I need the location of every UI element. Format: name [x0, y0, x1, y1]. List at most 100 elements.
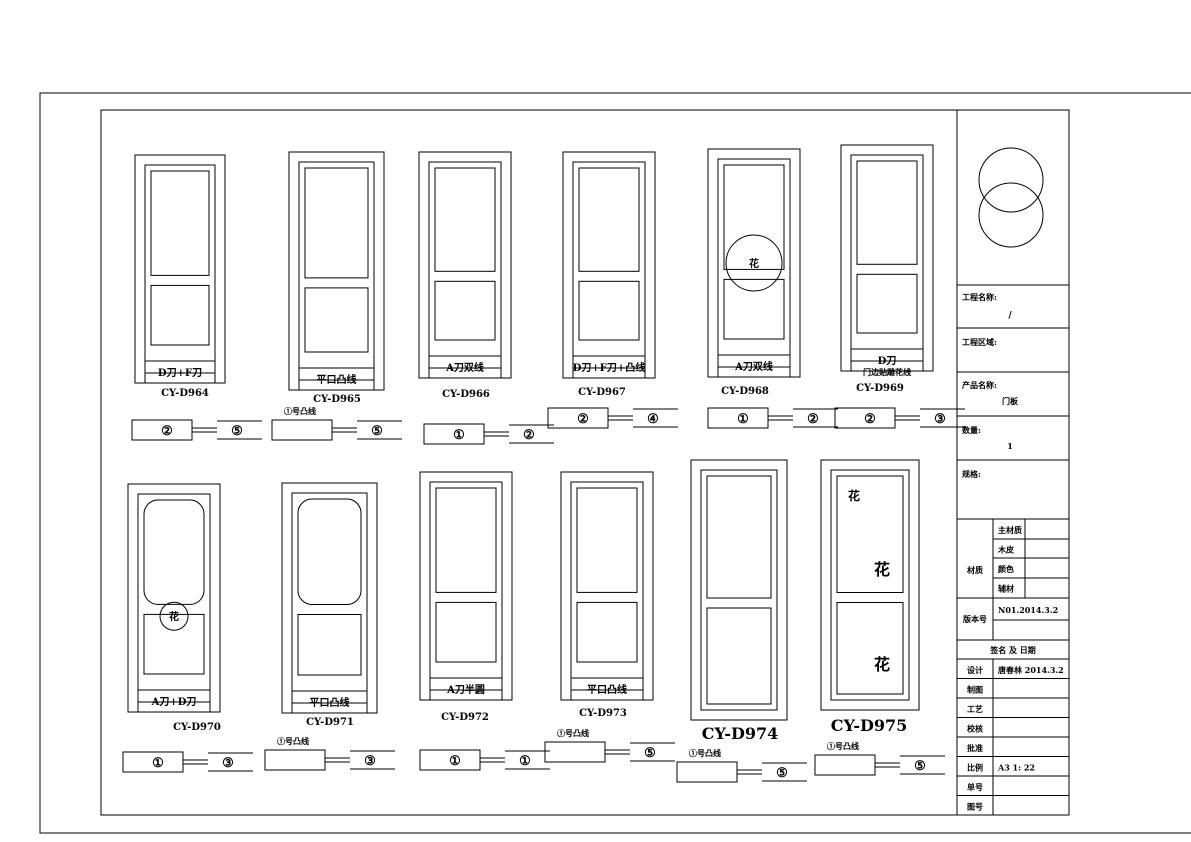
- label-box: [428, 355, 502, 379]
- door-panel-upper: [297, 498, 362, 605]
- label-box: [850, 348, 924, 372]
- profile-block: [707, 407, 769, 429]
- door-profile-label: A刀双线: [445, 361, 484, 374]
- door-profile-label: D刀+F刀+凸线: [573, 361, 646, 374]
- version-value: N01.2014.3.2: [998, 605, 1058, 615]
- profile-block: [423, 423, 485, 445]
- profile-number-b: ②: [807, 412, 819, 427]
- title-row-label: 校核: [967, 724, 983, 734]
- door-panel-lower: [435, 601, 497, 663]
- label-box: [717, 354, 791, 378]
- door-frame: [562, 151, 656, 379]
- door-frame: [127, 483, 221, 713]
- quantity-value: 1: [1007, 441, 1013, 451]
- profile-number-b: ③: [934, 412, 946, 427]
- door-stile-inner: [717, 158, 791, 368]
- door-profile-label: 平口凸线: [310, 696, 350, 709]
- logo-circle-bottom: [978, 182, 1044, 248]
- profile-number-b: ④: [647, 412, 659, 427]
- quantity-label: 数量:: [962, 425, 981, 435]
- door-code: CY-D974: [702, 724, 778, 743]
- version-label: 版本号: [962, 614, 987, 624]
- product-name-label: 产品名称:: [962, 380, 997, 390]
- door-panel-upper: [836, 475, 904, 593]
- label-box: [572, 355, 646, 379]
- label-box: [298, 367, 375, 391]
- door-panel-lower: [578, 280, 640, 341]
- profile-number-b: ⑤: [231, 424, 243, 439]
- profile-block: [419, 749, 481, 771]
- door-profile-label: 平口凸线: [587, 683, 627, 696]
- door-panel-upper: [143, 499, 205, 605]
- sign-date-label: 签名 及 日期: [989, 645, 1036, 655]
- door-frame: [134, 154, 226, 384]
- material-item: 主材质: [998, 525, 1022, 535]
- door-code: CY-D973: [579, 708, 627, 719]
- door-profile-label-2: 门边贴雕花线: [863, 367, 911, 377]
- door-panel-upper: [578, 167, 640, 272]
- profile-number-a: ②: [161, 424, 173, 439]
- door-stile-inner: [137, 493, 211, 703]
- title-row-label: 图号: [967, 802, 983, 812]
- project-area-label: 工程区域:: [962, 337, 997, 347]
- logo-circle-top: [978, 147, 1044, 213]
- door-panel-lower: [706, 607, 772, 705]
- profile-block: [122, 751, 184, 773]
- flower-text: 花: [874, 560, 890, 579]
- title-row-value: A3 1: 22: [997, 763, 1035, 773]
- center-medallion: [159, 601, 189, 631]
- profile-note: ①号凸线: [557, 728, 589, 738]
- door-frame: [288, 151, 385, 391]
- profile-number-b: ⑤: [914, 759, 926, 774]
- label-box: [291, 690, 368, 714]
- title-row-label: 比例: [967, 763, 983, 773]
- spec-label: 规格:: [962, 469, 981, 479]
- flower-text: 花: [848, 488, 860, 503]
- title-row-label: 工艺: [967, 704, 983, 714]
- door-panel-lower: [297, 614, 362, 676]
- inner-border: [100, 109, 1070, 816]
- profile-number-a: ②: [577, 412, 589, 427]
- title-row-label: 设计: [967, 665, 983, 675]
- profile-number-a: ①: [453, 428, 465, 443]
- title-row-value: 唐春林 2014.3.2: [998, 665, 1064, 675]
- profile-block: [131, 419, 193, 441]
- door-frame: [281, 482, 378, 714]
- door-code: CY-D967: [578, 387, 626, 398]
- profile-note: ①号凸线: [284, 406, 316, 416]
- title-row-label: 单号: [967, 782, 983, 792]
- door-panel-upper: [576, 487, 638, 593]
- door-stile-inner: [144, 164, 216, 374]
- title-block-text: 工程名称:/工程区域:产品名称:门板数量:1规格:材质主材质木皮颜色辅材版本号N…: [962, 292, 1064, 812]
- project-name-value: /: [1008, 311, 1012, 321]
- profile-block: [264, 749, 326, 771]
- door-stile-inner: [700, 469, 778, 711]
- door-profile-label: A刀半圆: [446, 683, 485, 696]
- profile-number-b: ①: [519, 754, 531, 769]
- door-panel-lower: [836, 602, 904, 695]
- profile-sketch: ⑤ ①号凸线: [271, 406, 402, 441]
- door-frame: [560, 471, 654, 701]
- profile-number-b: ⑤: [371, 424, 383, 439]
- door-code: CY-D971: [306, 717, 354, 728]
- door-code: CY-D964: [161, 388, 209, 399]
- profile-block: [271, 419, 333, 441]
- door-code: CY-D968: [721, 386, 769, 397]
- door-panel-lower: [434, 280, 496, 341]
- project-name-label: 工程名称:: [962, 292, 997, 302]
